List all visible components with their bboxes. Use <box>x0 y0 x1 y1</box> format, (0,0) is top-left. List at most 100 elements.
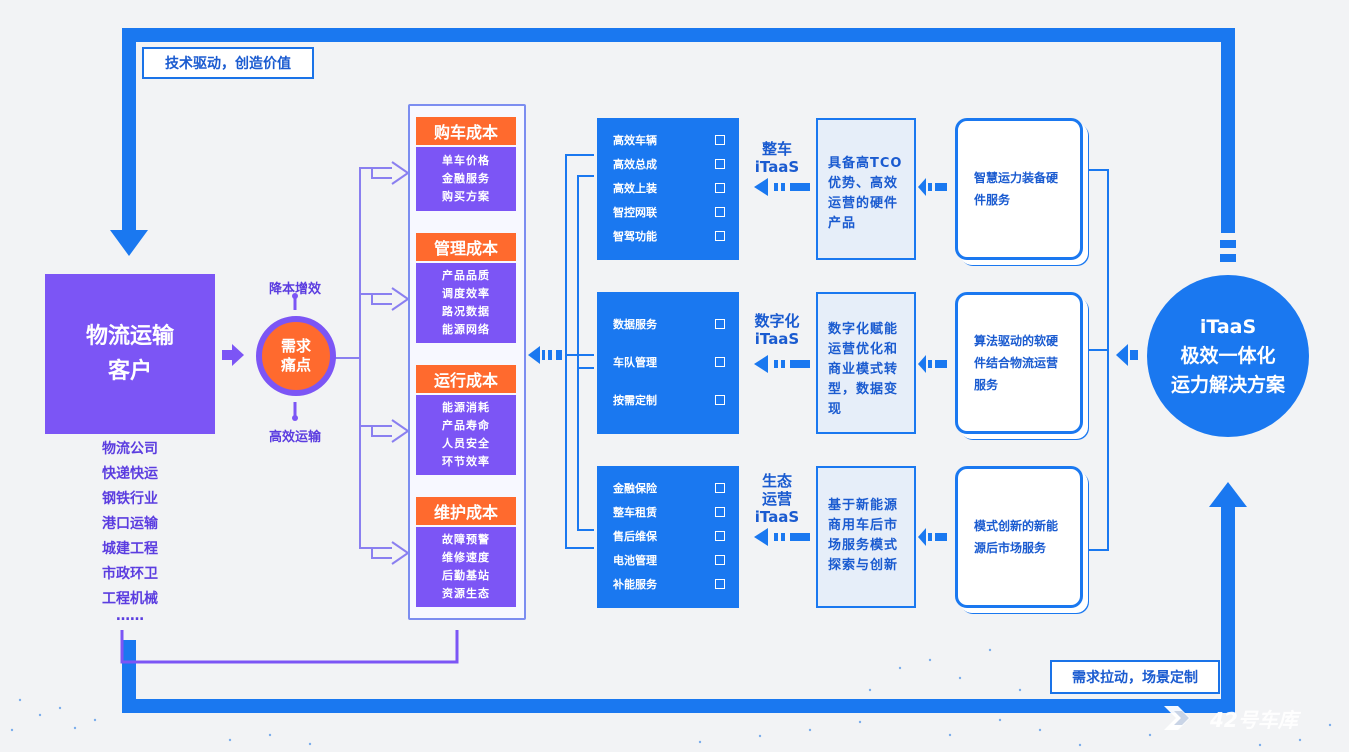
checkbox-icon <box>715 357 725 367</box>
itaas-label-digital: 数字化 iTaaS <box>746 312 808 348</box>
desc-text: 数字化赋能运营优化和商业模式转型，数据变现 <box>828 322 899 417</box>
desc-digital: 数字化赋能运营优化和商业模式转型，数据变现 <box>816 292 916 434</box>
itaas-label-ecosystem: 生态 运营 iTaaS <box>746 472 808 526</box>
itaas-label-line: 数字化 <box>754 312 800 330</box>
bottom-loop-tag-text: 需求拉动，场景定制 <box>1072 670 1198 686</box>
solution-line3: 运力解决方案 <box>1170 373 1285 396</box>
checkbox-icon <box>715 207 725 217</box>
capability-hardware: 智慧运力装备硬件服务 <box>955 118 1083 260</box>
cost-title-management: 管理成本 <box>416 233 516 261</box>
industry-item: 工程机械 <box>102 591 158 607</box>
top-loop-tag: 技术驱动，创造价值 <box>142 47 314 79</box>
service-item: 电池管理 <box>613 554 657 567</box>
service-list-digital: 数据服务 车队管理 按需定制 <box>597 292 739 434</box>
watermark-text: 42号车库 <box>1210 707 1298 732</box>
cost-title-purchase: 购车成本 <box>416 117 516 145</box>
service-item: 数据服务 <box>613 318 657 331</box>
cost-title-text: 购车成本 <box>433 123 498 142</box>
capability-text: 智慧运力装备硬件服务 <box>974 171 1059 207</box>
cost-items-purchase: 单车价格 金融服务 购买方案 <box>416 147 516 211</box>
checkbox-icon <box>715 555 725 565</box>
capability-software: 算法驱动的软硬件结合物流运营服务 <box>955 292 1083 434</box>
cost-items-operation: 能源消耗 产品寿命 人员安全 环节效率 <box>416 395 516 475</box>
checkbox-icon <box>715 579 725 589</box>
watermark-logo-icon <box>1164 706 1190 730</box>
cost-item: 产品寿命 <box>442 419 490 432</box>
checkbox-icon <box>715 183 725 193</box>
cost-items-maintenance: 故障预警 维修速度 后勤基站 资源生态 <box>416 527 516 607</box>
cost-item: 能源消耗 <box>442 401 490 414</box>
service-item: 金融保险 <box>613 482 657 495</box>
desc-text: 具备高TCO优势、高效运营的硬件产品 <box>828 156 903 231</box>
checkbox-icon <box>715 159 725 169</box>
capability-text: 模式创新的新能源后市场服务 <box>974 519 1059 555</box>
solution-line1: iTaaS <box>1199 315 1257 338</box>
desc-vehicle: 具备高TCO优势、高效运营的硬件产品 <box>816 118 916 260</box>
pain-point-circle: 需求 痛点 <box>256 316 336 396</box>
cost-item: 人员安全 <box>442 437 490 450</box>
bottom-loop-tag: 需求拉动，场景定制 <box>1050 660 1220 694</box>
checkbox-icon <box>715 319 725 329</box>
pain-bottom-label: 高效运输 <box>268 430 321 445</box>
cost-item: 购买方案 <box>442 190 490 203</box>
service-item: 高效上装 <box>613 182 657 195</box>
itaas-label-line: iTaaS <box>754 158 800 176</box>
checkbox-icon <box>715 135 725 145</box>
industry-item: …… <box>116 608 144 624</box>
pain-line2: 痛点 <box>280 356 311 374</box>
cost-item: 金融服务 <box>442 172 490 185</box>
pain-line1: 需求 <box>280 337 311 355</box>
service-list-ecosystem: 金融保险 整车租赁 售后维保 电池管理 补能服务 <box>597 466 739 608</box>
capability-text: 算法驱动的软硬件结合物流运营服务 <box>974 334 1059 392</box>
cost-item: 产品品质 <box>442 269 490 282</box>
cost-item: 资源生态 <box>442 587 490 600</box>
customer-title-line2: 客户 <box>107 359 152 384</box>
cost-item: 单车价格 <box>442 154 490 167</box>
watermark: 42号车库 <box>1160 700 1342 736</box>
cost-item: 故障预警 <box>442 533 490 546</box>
checkbox-icon <box>715 531 725 541</box>
service-item: 整车租赁 <box>613 506 657 519</box>
cost-items-management: 产品品质 调度效率 路况数据 能源网络 <box>416 263 516 343</box>
service-item: 车队管理 <box>613 356 657 369</box>
desc-text: 基于新能源商用车后市场服务模式探索与创新 <box>828 498 899 573</box>
cost-item: 维修速度 <box>442 551 490 564</box>
cost-title-maintenance: 维护成本 <box>416 497 516 525</box>
customer-box: 物流运输 客户 <box>45 274 215 434</box>
checkbox-icon <box>715 231 725 241</box>
pain-top-label: 降本增效 <box>268 282 321 297</box>
cost-title-text: 运行成本 <box>433 371 498 390</box>
industry-item: 港口运输 <box>102 516 158 532</box>
service-item: 智控网联 <box>613 206 657 219</box>
solution-line2: 极效一体化 <box>1180 344 1276 367</box>
cost-title-operation: 运行成本 <box>416 365 516 393</box>
industry-item: 城建工程 <box>102 541 158 557</box>
checkbox-icon <box>715 395 725 405</box>
checkbox-icon <box>715 483 725 493</box>
service-item: 高效总成 <box>613 158 657 171</box>
customer-title-line1: 物流运输 <box>85 323 174 349</box>
itaas-label-line: 生态 <box>761 472 792 490</box>
itaas-label-line: iTaaS <box>754 508 800 526</box>
cost-title-text: 维护成本 <box>433 503 498 522</box>
desc-ecosystem: 基于新能源商用车后市场服务模式探索与创新 <box>816 466 916 608</box>
cost-item: 后勤基站 <box>442 569 490 582</box>
checkbox-icon <box>715 507 725 517</box>
industry-item: 市政环卫 <box>102 566 158 582</box>
industry-item: 快递快运 <box>102 466 158 482</box>
industry-item: 钢铁行业 <box>102 491 158 507</box>
cost-item: 能源网络 <box>442 323 490 336</box>
capability-aftermarket: 模式创新的新能源后市场服务 <box>955 466 1083 608</box>
service-item: 补能服务 <box>613 578 657 591</box>
itaas-label-vehicle: 整车 iTaaS <box>746 140 808 176</box>
itaas-label-line: 运营 <box>761 490 792 508</box>
top-loop-tag-text: 技术驱动，创造价值 <box>165 56 291 72</box>
service-item: 售后维保 <box>613 530 657 543</box>
cost-title-text: 管理成本 <box>433 239 498 258</box>
itaas-label-line: iTaaS <box>754 330 800 348</box>
solution-circle: iTaaS 极效一体化 运力解决方案 <box>1147 275 1309 437</box>
service-item: 高效车辆 <box>613 134 657 147</box>
service-list-vehicle: 高效车辆 高效总成 高效上装 智控网联 智驾功能 <box>597 118 739 260</box>
service-item: 智驾功能 <box>613 230 657 243</box>
cost-item: 调度效率 <box>442 287 490 300</box>
